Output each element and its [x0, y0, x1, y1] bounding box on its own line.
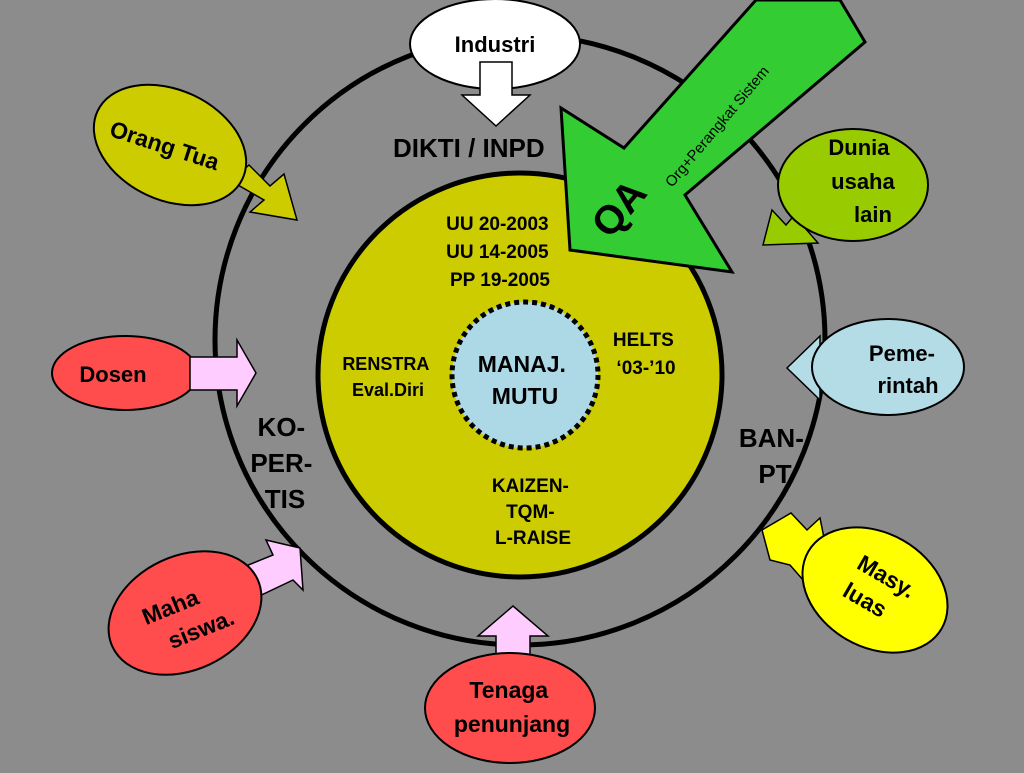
kopertis-label: KO- PER- TIS: [250, 412, 319, 514]
orang-tua-arrow: [229, 163, 299, 221]
masyarakat-bubble: [801, 526, 949, 654]
pemerintah-label: Peme- rintah: [869, 341, 941, 398]
industri-arrow: [460, 61, 532, 128]
dunia-usaha-label: Dunia usaha lain: [828, 135, 900, 227]
dosen-arrow: [189, 337, 257, 409]
laws-label: UU 20-2003 UU 14-2005 PP 19-2005: [446, 214, 554, 291]
orang-tua-bubble: [92, 83, 248, 207]
tenaga-bubble: [424, 652, 596, 764]
industri-label: Industri: [455, 32, 536, 57]
masyarakat-label: Masy. luas: [838, 550, 926, 634]
dosen-label: Dosen: [79, 362, 146, 387]
core-label: MANAJ. MUTU: [478, 351, 573, 409]
dikti-label: DIKTI / INPD: [393, 133, 545, 163]
tenaga-label: Tenaga penunjang: [454, 677, 570, 737]
kaizen-label: KAIZEN- TQM- L-RAISE: [492, 476, 574, 549]
helts-label: HELTS ‘03-’10: [613, 330, 679, 379]
renstra-label: RENSTRA Eval.Diri: [342, 354, 433, 400]
core-circle: [449, 299, 601, 451]
qa-arrow: [559, 0, 867, 274]
banpt-label: BAN- PT: [739, 423, 811, 489]
mahasiswa-bubble: [107, 550, 263, 676]
dunia-usaha-bubble: [777, 128, 929, 242]
pemerintah-bubble: [811, 318, 965, 416]
